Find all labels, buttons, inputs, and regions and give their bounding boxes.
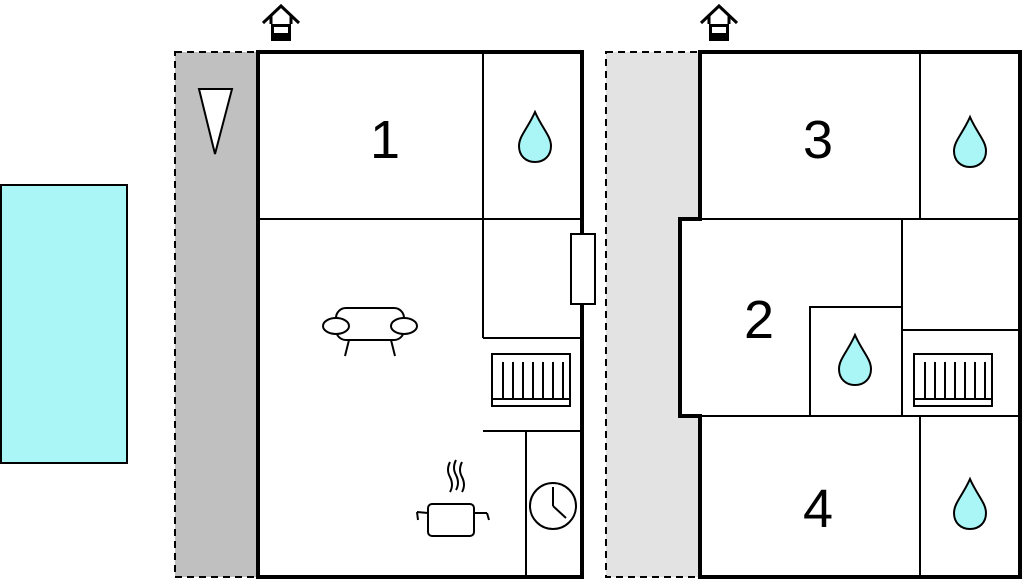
room-number-4: 4 [803, 479, 833, 539]
entrance-icon [261, 4, 301, 43]
staircase-icon [912, 353, 994, 407]
room-number-3: 3 [803, 110, 833, 170]
sofa-icon [322, 307, 418, 357]
entrance-icon [699, 4, 739, 43]
floor-left: 1 [256, 50, 596, 579]
staircase-icon [491, 353, 571, 407]
window [570, 233, 596, 305]
cooking-pot-icon [416, 459, 490, 537]
room-number-2: 2 [744, 290, 774, 350]
clock-icon [529, 482, 577, 530]
pool [0, 184, 128, 464]
floor-right: 3 2 4 [678, 50, 1022, 579]
room-number-1: 1 [370, 110, 400, 170]
triangle-icon [197, 88, 234, 155]
